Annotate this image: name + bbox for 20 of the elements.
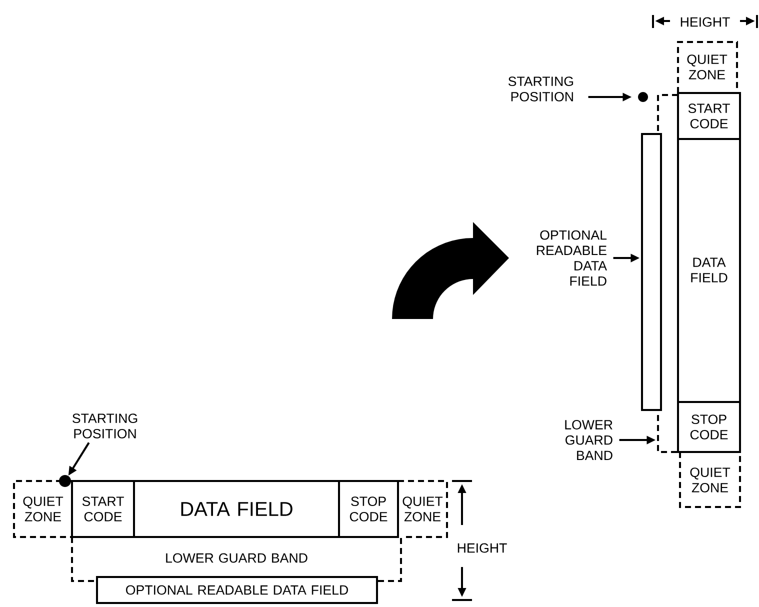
callout-text: STARTING POSITION bbox=[72, 414, 138, 438]
readable-field-box: OPTIONAL READABLE DATA FIELD bbox=[96, 576, 378, 604]
dimension-label: HEIGHT bbox=[680, 17, 730, 27]
readable-field-bar bbox=[641, 133, 662, 411]
start-code-box: START CODE bbox=[677, 92, 741, 140]
callout-text: LOWER GUARD BAND bbox=[565, 420, 612, 460]
starting-dot bbox=[638, 92, 648, 102]
data-field-box: DATA FIELD bbox=[677, 138, 741, 403]
quiet-zone: QUIET ZONE bbox=[398, 480, 448, 538]
callout-text: OPTIONAL READABLE DATA FIELD bbox=[536, 230, 607, 286]
dimension-label: HEIGHT bbox=[458, 543, 507, 553]
stop-code-box: STOP CODE bbox=[338, 480, 399, 538]
quiet-zone: QUIET ZONE bbox=[677, 41, 738, 93]
stop-code-box: STOP CODE bbox=[677, 401, 741, 453]
callout-text: STARTING POSITION bbox=[508, 76, 574, 102]
quiet-zone: QUIET ZONE bbox=[13, 480, 72, 538]
start-code-box: START CODE bbox=[71, 480, 135, 538]
starting-dot bbox=[59, 475, 71, 487]
quiet-zone: QUIET ZONE bbox=[679, 452, 741, 508]
data-field-box: DATA FIELD bbox=[133, 480, 340, 538]
